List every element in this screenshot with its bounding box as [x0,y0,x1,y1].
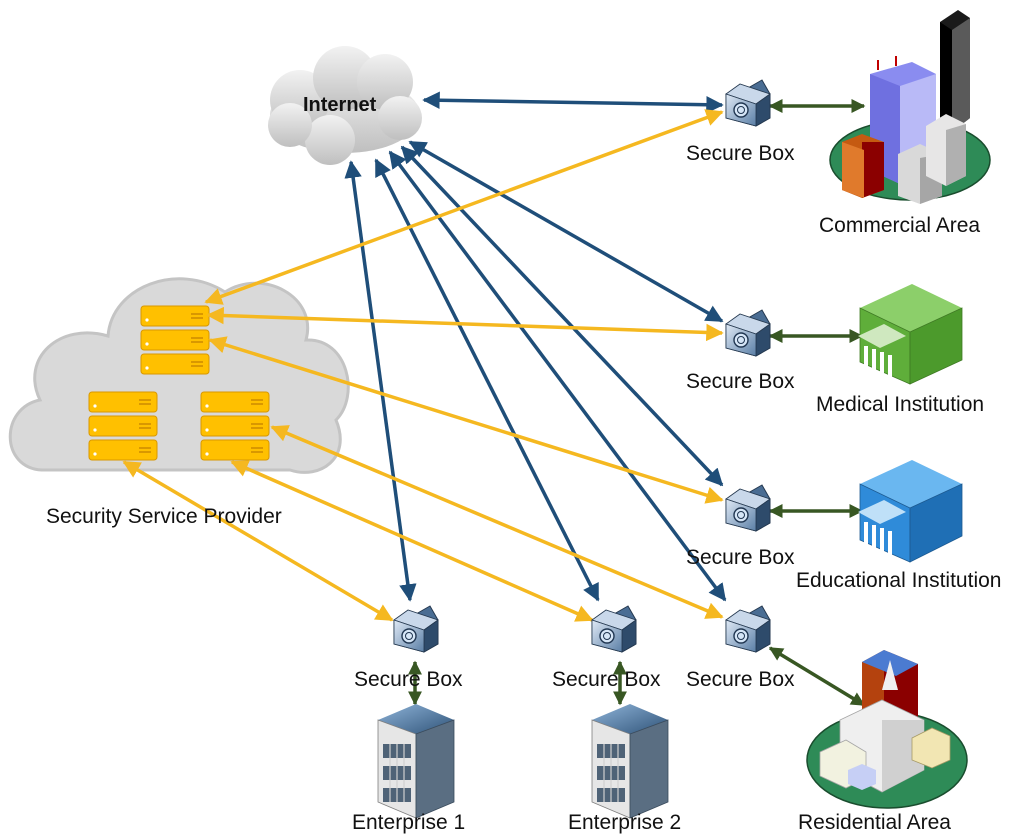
secure-box-icon [725,309,771,357]
local-links [408,99,866,707]
server-stack-top [140,305,210,375]
link-internet-enterprise1 [344,160,417,602]
link-provider-medical [206,306,724,342]
secure-box-label: Secure Box [686,142,795,165]
secure-box-label: Secure Box [686,370,795,393]
medical-institution-icon [858,284,963,385]
server-stack-left [88,391,158,461]
secure-box-label: Secure Box [354,668,463,691]
secure-box-icon [725,484,771,532]
secure-box-icon [725,79,771,127]
enterprise-1-label: Enterprise 1 [352,811,465,834]
internet-label: Internet [303,94,377,116]
provider-links [122,109,724,622]
residential-area-icon [806,650,968,809]
commercial-area-label: Commercial Area [819,214,980,237]
link-internet-educational [400,145,724,487]
commercial-area-icon [829,10,991,204]
secure-box-label: Secure Box [686,668,795,691]
server-stack-right [200,391,270,461]
secure-box-label: Secure Box [552,668,661,691]
secure-box-icon [393,605,439,653]
educational-institution-label: Educational Institution [796,569,1001,592]
secure-box-icon [591,605,637,653]
link-internet-commercial [422,91,724,114]
secure-box-icon [725,605,771,653]
secure-box-label: Secure Box [686,546,795,569]
enterprise-2-label: Enterprise 2 [568,811,681,834]
residential-area-label: Residential Area [798,811,951,834]
link-internet-residential [388,150,727,602]
enterprise-1-icon [377,703,455,819]
link-provider-commercial [204,109,724,305]
enterprise-2-icon [591,703,669,819]
link-provider-enterprise1 [122,460,394,622]
security-service-provider-label: Security Service Provider [46,505,282,528]
educational-institution-icon [858,460,963,563]
internet-links [344,91,727,602]
medical-institution-label: Medical Institution [816,393,984,416]
